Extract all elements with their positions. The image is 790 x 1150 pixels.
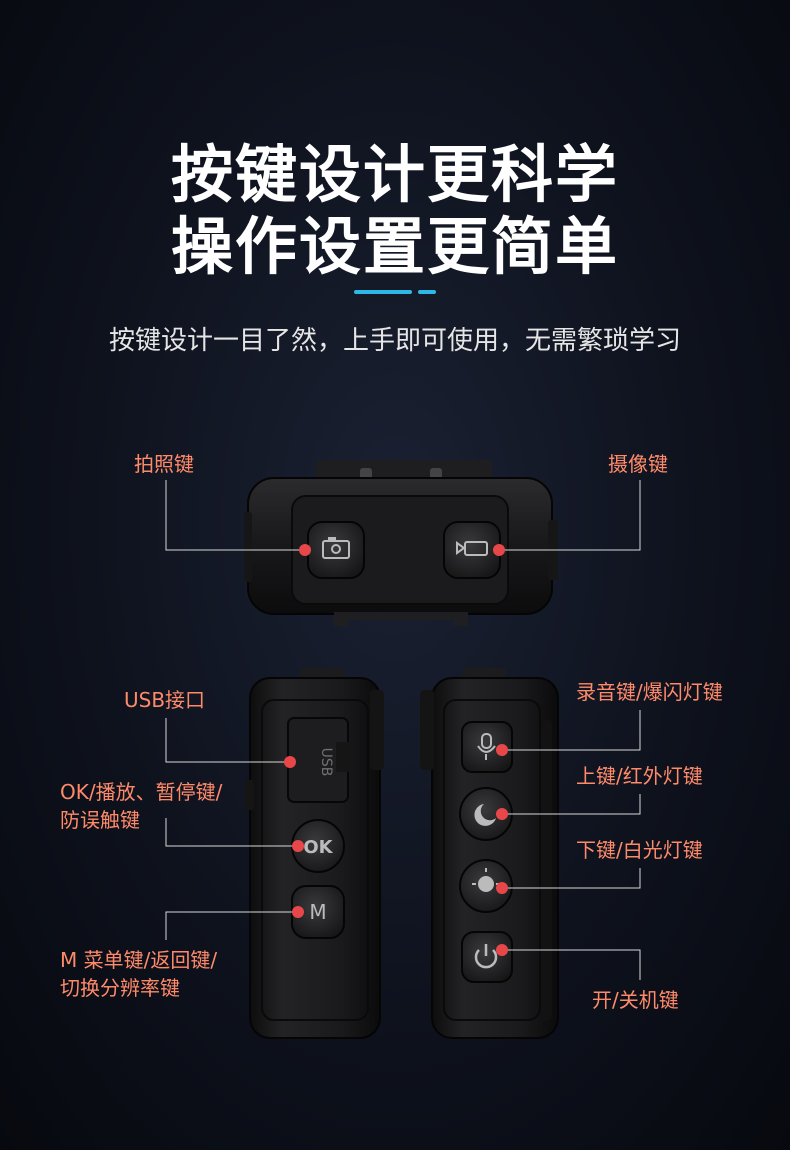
callout-line-photo [165, 480, 305, 551]
device-top-view [244, 460, 558, 626]
label-m-key-line-2: 切换分辨率键 [60, 976, 180, 1000]
label-power-key: 开/关机键 [592, 988, 679, 1012]
callout-line-ok [165, 818, 298, 847]
label-m-key-line-1: M 菜单键/返回键/ [60, 948, 218, 972]
power-icon [474, 944, 498, 969]
accent-bar-long [354, 290, 412, 294]
callout-line-up [502, 794, 641, 815]
usb-cover-text: USB [318, 748, 334, 777]
microphone-icon [477, 733, 496, 760]
label-record-key: 录音键/爆闪灯键 [576, 680, 723, 704]
label-usb-port: USB接口 [124, 688, 206, 712]
callout-line-power [502, 949, 641, 980]
callout-line-m [165, 911, 298, 940]
m-button-text: M [309, 900, 326, 924]
camera-icon [322, 537, 350, 559]
moon-icon [474, 804, 496, 826]
callout-line-down [502, 868, 641, 889]
label-photo-key: 拍照键 [134, 452, 194, 476]
page-title-line-2: 操作设置更简单 [170, 210, 619, 283]
label-ok-key-line-1: OK/播放、暂停键/ [60, 780, 223, 804]
accent-bar-short [418, 290, 436, 294]
label-video-key: 摄像键 [608, 452, 668, 476]
callout-markers [284, 544, 508, 956]
label-down-key: 下键/白光灯键 [576, 838, 703, 862]
device-left-side-view: USB OK M [244, 668, 384, 1039]
label-ok-key-line-2: 防误触键 [60, 808, 140, 832]
ok-button-text: OK [303, 837, 333, 858]
callout-line-video [500, 480, 641, 551]
callout-line-record [502, 710, 641, 751]
callout-lines [165, 480, 641, 980]
page-subtitle: 按键设计一目了然，上手即可使用，无需繁琐学习 [108, 326, 681, 356]
callout-line-usb [165, 718, 290, 763]
label-up-key: 上键/红外灯键 [576, 764, 703, 788]
device-right-side-view [420, 668, 559, 1039]
video-camera-icon [456, 541, 488, 556]
page-title-line-1: 按键设计更科学 [170, 138, 619, 211]
